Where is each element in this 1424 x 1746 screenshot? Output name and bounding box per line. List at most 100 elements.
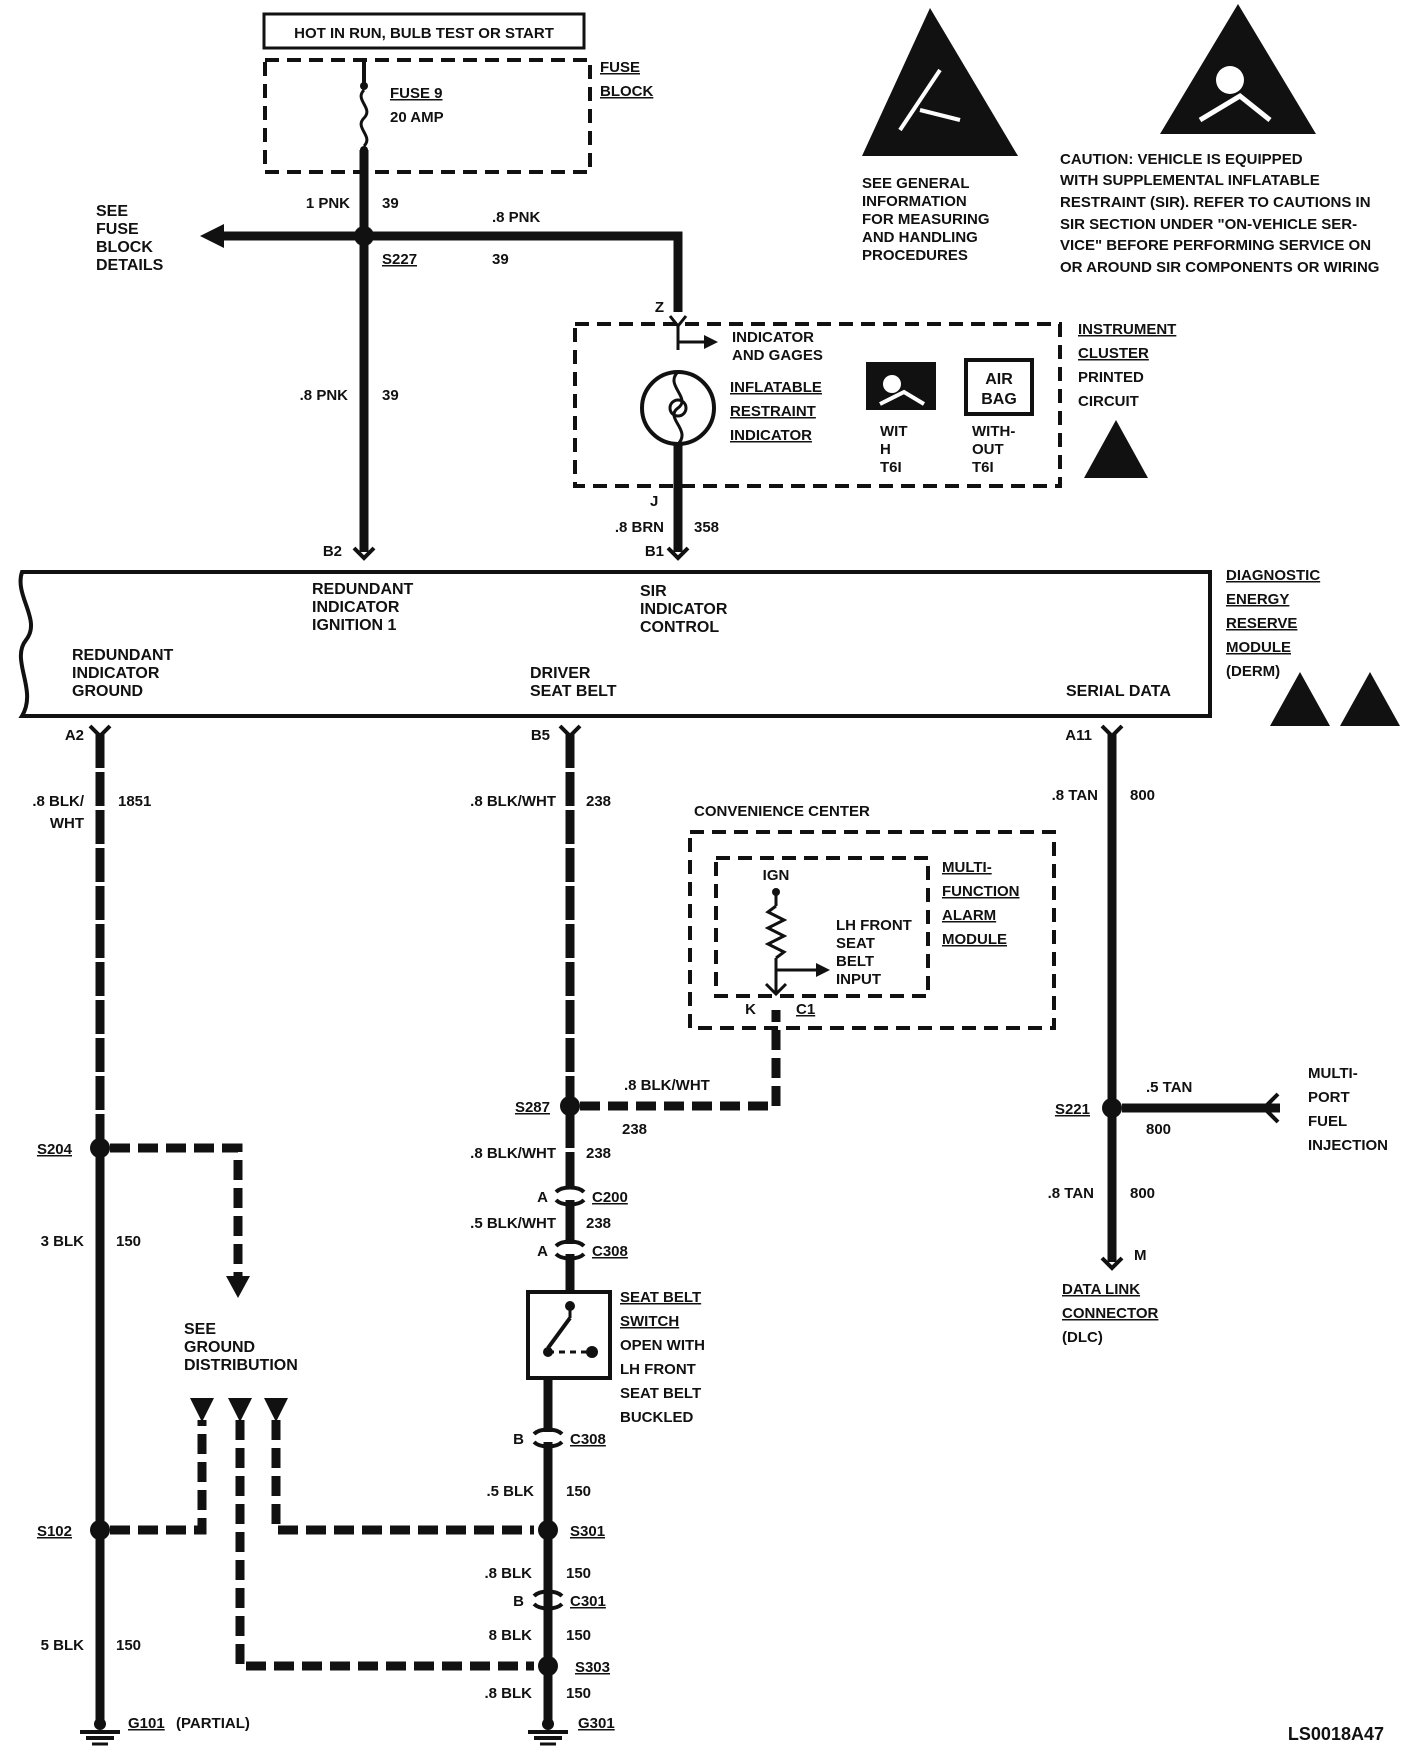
derm-title-2: ENERGY	[1226, 591, 1289, 608]
connector-z-label: Z	[655, 299, 664, 316]
ind-gages-2: AND GAGES	[732, 347, 823, 364]
fuse-name: FUSE 9	[390, 85, 443, 102]
connector-m-label: M	[1134, 1247, 1147, 1264]
derm-title-4: MODULE	[1226, 639, 1291, 656]
cluster-title-2: CLUSTER	[1078, 345, 1149, 362]
wire-39-cluster	[364, 231, 683, 312]
splice-s301-dot	[538, 1520, 558, 1540]
cluster-title-3: PRINTED	[1078, 369, 1144, 386]
splice-s303-label: S303	[575, 1659, 610, 1676]
wire-8pnk-right-label: .8 PNK	[492, 209, 541, 226]
connector-a-c308-label: A	[537, 1243, 548, 1260]
wire-238b-label: .8 BLK/WHT	[624, 1077, 710, 1094]
esd-small-icon	[1084, 420, 1148, 478]
connector-k-label: K	[745, 1001, 756, 1018]
with-t6i-1: WIT	[880, 423, 908, 440]
splice-s221-label: S221	[1055, 1101, 1090, 1118]
circuit-800b-label: 800	[1146, 1121, 1171, 1138]
wire-8tan-b-label: .8 TAN	[1048, 1185, 1094, 1202]
dlc-2: CONNECTOR	[1062, 1305, 1159, 1322]
wire-s204-ground	[110, 1143, 243, 1278]
wire-8blk-c-label: .8 BLK	[484, 1685, 532, 1702]
splice-s287-label: S287	[515, 1099, 550, 1116]
dlc-3: (DLC)	[1062, 1329, 1103, 1346]
esd-note-5: PROCEDURES	[862, 247, 968, 264]
connector-a2-label: A2	[65, 727, 84, 744]
esd-warning-icon	[862, 8, 1018, 156]
mfam-title-4: MODULE	[942, 931, 1007, 948]
seat-switch-4: LH FRONT	[620, 1361, 696, 1378]
sir-caution-5: VICE" BEFORE PERFORMING SERVICE ON	[1060, 237, 1371, 254]
seat-switch-1: SEAT BELT	[620, 1289, 701, 1306]
fuse-block-title-2: BLOCK	[600, 83, 653, 100]
wire-ground-s301	[271, 1420, 534, 1535]
circuit-238c-label: 238	[586, 1145, 611, 1162]
sir-indicator-1: INFLATABLE	[730, 379, 822, 396]
ground-dist-tri-1-icon	[190, 1398, 214, 1422]
ground-dist-arrow-icon	[226, 1276, 250, 1298]
ground-dist-tri-2-icon	[228, 1398, 252, 1422]
wire-8pnk-down-label: .8 PNK	[300, 387, 349, 404]
circuit-150d-label: 150	[566, 1565, 591, 1582]
circuit-150a-label: 150	[116, 1233, 141, 1250]
derm-title-1: DIAGNOSTIC	[1226, 567, 1320, 584]
fuse-details-3: BLOCK	[96, 239, 153, 256]
cluster-title-1: INSTRUMENT	[1078, 321, 1176, 338]
connector-c200-label: C200	[592, 1189, 628, 1206]
splice-s204-label: S204	[37, 1141, 73, 1158]
derm-driver-2: SEAT BELT	[530, 683, 617, 700]
esd-note-1: SEE GENERAL	[862, 175, 970, 192]
sir-caution-3: RESTRAINT (SIR). REFER TO CAUTIONS IN	[1060, 194, 1371, 211]
fuse-rating: 20 AMP	[390, 109, 444, 126]
derm-title-5: (DERM)	[1226, 663, 1280, 680]
ground-dist-tri-3-icon	[264, 1398, 288, 1422]
circuit-150c-label: 150	[566, 1483, 591, 1500]
with-t6i-2: H	[880, 441, 891, 458]
sir-derm-icon	[1340, 672, 1400, 726]
convenience-title: CONVENIENCE CENTER	[694, 803, 870, 820]
mfam-lh-1: LH FRONT	[836, 917, 912, 934]
sir-warning-icon	[1160, 4, 1316, 134]
esd-note-3: FOR MEASURING	[862, 211, 990, 228]
connector-c308b-label: C308	[570, 1431, 606, 1448]
airbag-icon	[866, 362, 936, 410]
without-t6i-1: WITH-	[972, 423, 1015, 440]
convenience-center-box	[688, 830, 1056, 1030]
derm-sir-ctrl-3: CONTROL	[640, 619, 719, 636]
splice-s301-label: S301	[570, 1523, 605, 1540]
figure-id: LS0018A47	[1288, 1724, 1384, 1744]
ground-g101-note: (PARTIAL)	[176, 1715, 250, 1732]
connector-b5-label: B5	[531, 727, 550, 744]
connector-a11-label: A11	[1065, 727, 1092, 744]
esd-derm-icon	[1270, 672, 1330, 726]
fuse-details-2: FUSE	[96, 221, 139, 238]
ground-icon	[528, 1718, 568, 1746]
circuit-39b-label: 39	[492, 251, 509, 268]
sir-caution-1: CAUTION: VEHICLE IS EQUIPPED	[1060, 151, 1303, 168]
esd-note-4: AND HANDLING	[862, 229, 978, 246]
splice-s221-dot	[1102, 1098, 1122, 1118]
mfam-lh-3: BELT	[836, 953, 874, 970]
circuit-39c-label: 39	[382, 387, 399, 404]
sir-caution-2: WITH SUPPLEMENTAL INFLATABLE	[1060, 172, 1320, 189]
ground-g101-label: G101	[128, 1715, 165, 1732]
circuit-238d-label: 238	[586, 1215, 611, 1232]
instrument-cluster-box	[573, 322, 1062, 488]
circuit-358-label: 358	[694, 519, 719, 536]
circuit-150f-label: 150	[566, 1685, 591, 1702]
fuse-details-4: DETAILS	[96, 257, 164, 274]
fuse-icon	[359, 60, 369, 154]
derm-title-3: RESERVE	[1226, 615, 1297, 632]
wire-5tan-label: .5 TAN	[1146, 1079, 1192, 1096]
mfam-lh-2: SEAT	[836, 935, 875, 952]
splice-s102-label: S102	[37, 1523, 72, 1540]
power-label-box: HOT IN RUN, BULB TEST OR START	[262, 12, 586, 50]
sir-caution-4: SIR SECTION UNDER "ON-VEHICLE SER-	[1060, 216, 1357, 233]
without-t6i-2: OUT	[972, 441, 1004, 458]
mfam-title-1: MULTI-	[942, 859, 992, 876]
derm-red-ign-3: IGNITION 1	[312, 617, 397, 634]
mfam-ign: IGN	[763, 867, 790, 884]
wire-238-mfam	[580, 1010, 781, 1111]
derm-red-gnd-3: GROUND	[72, 683, 143, 700]
